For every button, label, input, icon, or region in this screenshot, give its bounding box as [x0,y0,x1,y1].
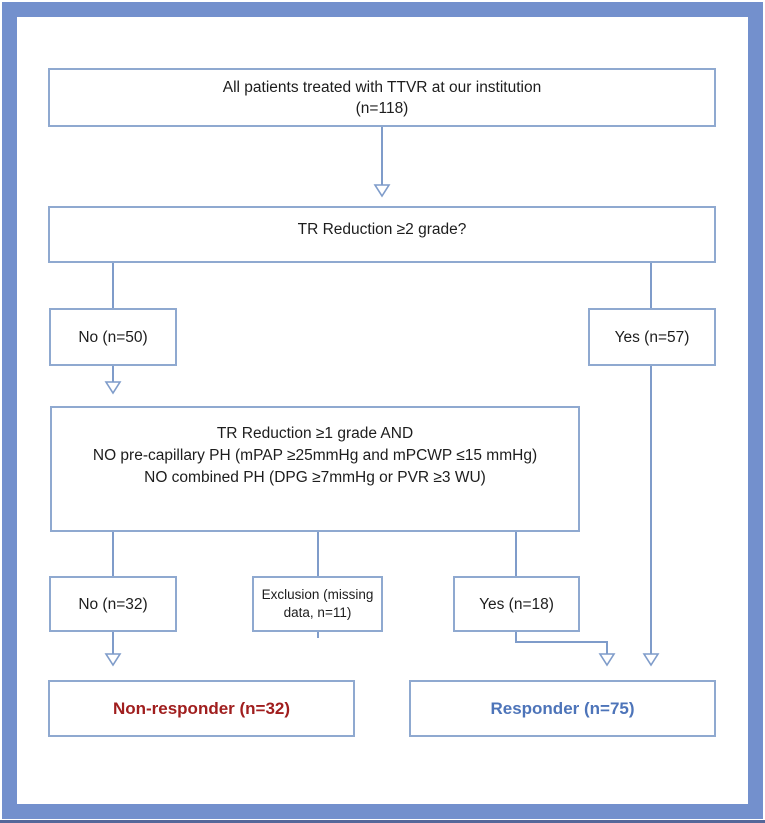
node-no-n32-label: No (n=32) [78,595,148,613]
arrowhead-down-icon [598,653,616,667]
node-criteria: TR Reduction ≥1 grade AND NO pre-capilla… [50,406,580,532]
node-yes-n57-label: Yes (n=57) [614,328,690,346]
node-no-n50-label: No (n=50) [78,328,148,346]
node-yes-n18: Yes (n=18) [453,576,580,632]
node-no-n50: No (n=50) [49,308,177,366]
node-no-n32: No (n=32) [49,576,177,632]
node-tr-reduction-2-label: TR Reduction ≥2 grade? [297,221,467,238]
arrowhead-down-icon [642,653,660,667]
node-criteria-line2: NO pre-capillary PH (mPAP ≥25mmHg and mP… [92,447,538,464]
node-tr-reduction-2-question: TR Reduction ≥2 grade? [48,206,716,263]
connector-yes18-to-responder [515,632,608,654]
node-all-patients: All patients treated with TTVR at our in… [48,68,716,127]
node-responder: Responder (n=75) [409,680,716,737]
arrowhead-down-icon [104,653,122,667]
node-exclusion: Exclusion (missing data, n=11) [252,576,383,632]
node-yes-n57: Yes (n=57) [588,308,716,366]
node-yes-n18-label: Yes (n=18) [479,595,554,613]
node-non-responder: Non-responder (n=32) [48,680,355,737]
node-all-patients-count: (n=118) [355,99,409,117]
node-non-responder-label: Non-responder (n=32) [112,699,291,718]
figure-bottom-edge [0,820,765,823]
arrowhead-down-icon [104,381,122,395]
node-all-patients-line1: All patients treated with TTVR at our in… [222,78,542,96]
node-criteria-line1: TR Reduction ≥1 grade AND [216,425,414,442]
node-exclusion-line1: Exclusion (missing [261,587,374,602]
node-exclusion-line2: data, n=11) [283,605,352,620]
node-criteria-line3: NO combined PH (DPG ≥7mmHg or PVR ≥3 WU) [144,469,486,486]
arrowhead-down-icon [373,184,391,198]
node-responder-label: Responder (n=75) [490,699,635,718]
